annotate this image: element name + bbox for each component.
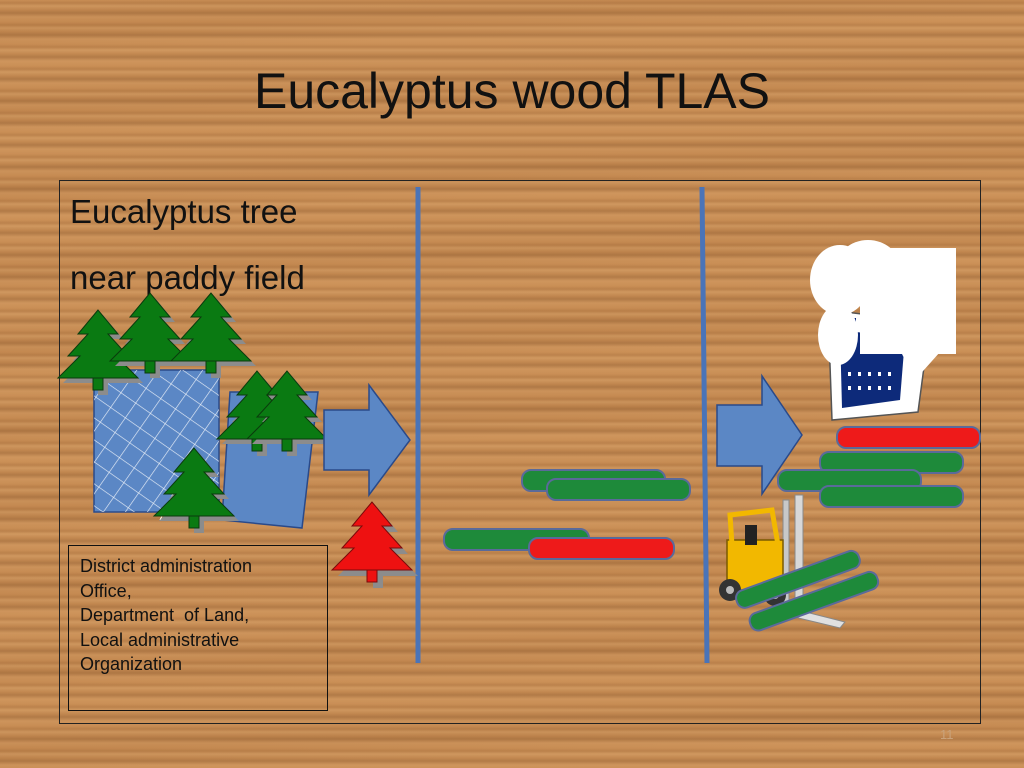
page-number: 11	[940, 727, 954, 742]
arrow-right-icon	[323, 382, 411, 498]
forklift-icon	[719, 494, 880, 632]
red-tree-icon	[331, 501, 418, 588]
admin-organizations-box: District administration Office, Departme…	[68, 545, 328, 711]
admin-line: Local administrative	[80, 629, 240, 650]
tree-label-line1: Eucalyptus tree	[70, 193, 298, 230]
arrow-right-icon	[716, 373, 803, 497]
slide-title: Eucalyptus wood TLAS	[253, 63, 771, 119]
factory-icon	[810, 240, 956, 421]
log-pile-middle	[443, 469, 691, 560]
admin-line: Organization	[80, 654, 183, 674]
divider-line-right	[699, 186, 710, 664]
diagram-frame	[59, 180, 981, 724]
admin-line: Department of Land,	[80, 605, 250, 625]
admin-line: District administration	[80, 556, 253, 576]
admin-line: Office,	[80, 580, 132, 601]
log-pile-right	[777, 426, 981, 508]
tree-label-line2: near paddy field	[70, 259, 305, 296]
eucalyptus-tree-icon	[170, 292, 256, 378]
